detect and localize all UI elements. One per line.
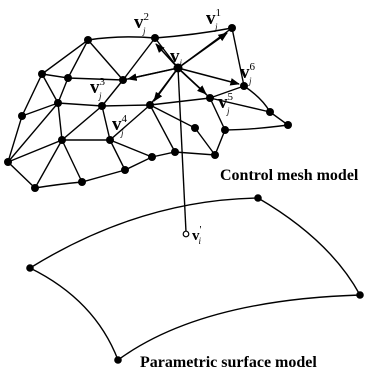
vertex: [18, 112, 26, 120]
vertex: [151, 34, 159, 42]
vertex: [106, 136, 114, 144]
vertex: [78, 178, 86, 186]
surface-corner: [26, 264, 34, 272]
arrow-to-v1: [177, 32, 228, 69]
parametric-surface: [26, 194, 364, 364]
arrow-to-v6: [177, 67, 240, 86]
vertex: [84, 36, 92, 44]
neighbor-arrows: [127, 32, 240, 102]
vertex: [64, 74, 72, 82]
vertex-center: [173, 63, 183, 73]
surface-corner: [356, 291, 364, 299]
vertex: [58, 136, 66, 144]
vertex: [266, 108, 274, 116]
arrow-to-v4: [153, 67, 179, 102]
parametric-surface-caption: Parametric surface model: [140, 354, 317, 371]
projected-point: [182, 230, 190, 238]
arrow-to-v5: [177, 67, 207, 95]
vertex: [119, 76, 127, 84]
control-mesh-caption: Control mesh model: [220, 167, 359, 184]
arrow-to-v3: [127, 67, 179, 81]
mesh-vertices: [4, 24, 292, 192]
vertex: [240, 82, 248, 90]
vertex: [211, 151, 219, 159]
projection-line: [177, 67, 187, 233]
vertex: [206, 94, 214, 102]
vertex: [4, 158, 12, 166]
surface-corner: [114, 356, 122, 364]
vertex: [146, 101, 154, 109]
surface-corner: [254, 194, 262, 202]
arrow-to-v2: [155, 43, 179, 69]
label-vi: vi: [170, 46, 183, 68]
label-vi-prime: v'i: [192, 224, 202, 246]
surface-boundary: [28, 197, 362, 362]
vertex: [121, 166, 129, 174]
vertex: [54, 99, 62, 107]
vertex: [228, 24, 236, 32]
vertex: [191, 124, 199, 132]
vertex: [38, 70, 46, 78]
vertex: [98, 102, 106, 110]
vertex: [148, 153, 156, 161]
vertex: [284, 121, 292, 129]
vertex: [31, 184, 39, 192]
vertex: [171, 148, 179, 156]
vertex: [221, 126, 229, 134]
